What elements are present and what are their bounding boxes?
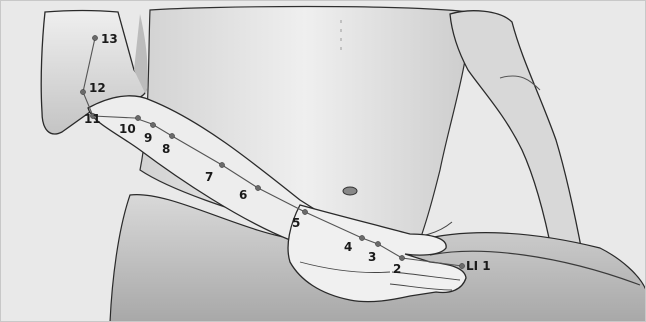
point-marker-3[interactable] xyxy=(375,241,380,246)
point-marker-10[interactable] xyxy=(135,115,140,120)
point-label-9: 9 xyxy=(144,131,152,145)
point-label-7: 7 xyxy=(205,170,213,184)
navel xyxy=(343,187,357,195)
point-marker-4[interactable] xyxy=(359,235,364,240)
point-label-1: LI 1 xyxy=(466,259,491,273)
point-marker-13[interactable] xyxy=(92,35,97,40)
point-label-11: 11 xyxy=(84,112,101,126)
point-label-10: 10 xyxy=(119,122,136,136)
point-label-2: 2 xyxy=(393,262,401,276)
point-label-4: 4 xyxy=(344,240,352,254)
point-label-8: 8 xyxy=(162,142,170,156)
point-marker-1[interactable] xyxy=(459,263,464,268)
point-label-6: 6 xyxy=(239,188,247,202)
point-marker-12[interactable] xyxy=(80,89,85,94)
point-label-5: 5 xyxy=(292,216,300,230)
point-label-3: 3 xyxy=(368,250,376,264)
point-marker-2[interactable] xyxy=(399,255,404,260)
point-marker-9[interactable] xyxy=(150,122,155,127)
point-marker-8[interactable] xyxy=(169,133,174,138)
point-marker-6[interactable] xyxy=(255,185,260,190)
point-marker-5[interactable] xyxy=(302,209,307,214)
point-label-13: 13 xyxy=(101,32,118,46)
point-marker-7[interactable] xyxy=(219,162,224,167)
point-label-12: 12 xyxy=(89,81,106,95)
